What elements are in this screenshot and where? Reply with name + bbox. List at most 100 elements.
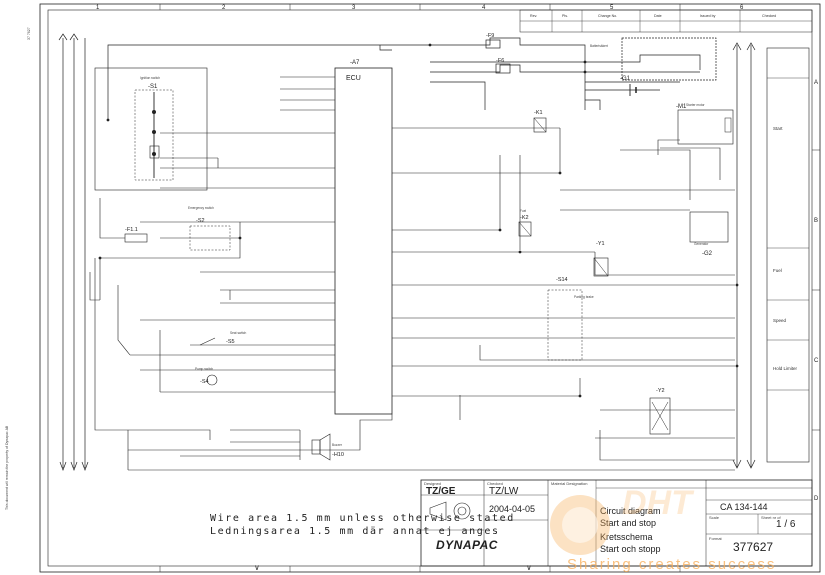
checked-label: Checked [487,481,503,486]
side-legend-fuel: Fuel [773,268,782,273]
sheet-value: 1 / 6 [776,519,796,530]
format-label: Format [709,536,722,541]
parking-brake-switch: -S14 Parking brake [547,277,594,361]
wire-area-note-sv: Ledningsarea 1.5 mm där annat ej anges [210,526,500,537]
svg-text:DHT: DHT [622,484,695,522]
relay-k2-ref: -K2 [520,215,529,221]
zone-row-d: D [814,496,819,502]
zone-col-6: 6 [740,5,744,11]
zone-row-b: B [814,218,818,224]
parking-switch-ref: -S14 [556,277,568,283]
starter-ref: -M1 [676,104,687,110]
drawing-number: 377627 [733,540,774,554]
bottom-chevron-right: ∨ [526,563,532,572]
rev-header-rev: Rev. [530,14,537,18]
rev-header-pls: Pls. [562,14,568,18]
generator-ref: -G2 [702,251,713,257]
ecu-ref: -A7 [350,60,360,66]
generator: -G2 Generator [689,211,729,257]
ignition-switch-block: -S1 Ignition switch [94,67,208,191]
seat-switch-ref: -S5 [226,339,235,345]
buzzer: -H10 Buzzer [311,433,344,461]
bottom-loop-wires [94,258,735,471]
generator-caption: Generator [694,242,709,246]
brand-logo: DYNAPAC [436,538,498,552]
valve-y2-ref: -Y2 [656,388,665,394]
fuse-f1-ref: -F1.1 [125,227,138,233]
solenoid-y1-ref: -Y1 [596,241,605,247]
zone-col-1: 1 [96,5,100,11]
title-sv-2: Start och stopp [600,544,661,554]
sheet-label: Sheet nr of [761,515,781,520]
projection-symbol [429,501,471,521]
checked-value: TZ/LW [489,486,519,497]
buzzer-ref: -H10 [332,452,344,458]
watermark-text: Sharing creates success [567,556,777,573]
ecu-block: -A7 ECU [334,60,393,415]
side-legend-start: Start [773,126,783,131]
solenoid-y1: -Y1 [593,241,609,277]
left-bus-lines [58,33,89,471]
fuel-caption: Fuel [520,209,526,213]
zone-col-3: 3 [352,5,356,11]
wire-area-note-en: Wire area 1.5 mm unless otherwise stated [210,513,515,524]
valve-y2: -Y2 [649,388,671,435]
buzzer-caption: Buzzer [332,443,343,447]
battery-ref: -G1 [620,76,631,82]
zone-row-a: A [814,80,818,86]
designed-value: TZ/GE [426,486,456,497]
relay-k1-ref: -K1 [534,110,543,116]
rev-header-checked: Checked [762,14,776,18]
emergency-switch: -S2 Emergency switch [188,206,231,251]
title-en-1: Circuit diagram [600,506,661,516]
date-value: 2004-04-05 [489,504,536,514]
side-legend-speed: Speed [773,318,787,323]
zone-col-2: 2 [222,5,226,11]
ecu-label: ECU [346,75,361,82]
pump-switch: -S4 Pump switch [195,367,218,386]
ignition-switch-caption: Ignition switch [140,76,160,80]
ecu-output-wires [127,127,735,451]
fuse-f9-ref: -F9 [486,33,494,39]
ecu-input-wires [89,76,335,393]
zone-col-4: 4 [482,5,486,11]
fuses: -F9 -F6 [486,33,504,64]
svg-text:37 7627: 37 7627 [27,27,31,40]
wire-area-note: Wire area 1.5 mm unless otherwise stated… [210,512,515,538]
fuse-f6-ref: -F6 [496,58,504,64]
rev-header-issued: Issued by [700,14,716,18]
emergency-switch-ref: -S2 [196,218,205,224]
svg-text:This document will remain the: This document will remain the property o… [5,425,9,510]
scale-label: Scale [709,515,720,520]
rev-header-date: Date [654,14,662,18]
battery-caption: Batterisäkert [590,44,608,48]
ignition-switch-ref: -S1 [148,84,158,90]
fuse-f1-1: -F1.1 [124,227,148,243]
title-block-frame [420,479,813,567]
parking-brake-caption: Parking brake [574,295,594,299]
model-value: CA 134-144 [720,502,768,512]
seat-switch-caption: Seat switch [230,331,247,335]
seat-switch: -S5 Seat switch [199,331,247,346]
zone-col-5: 5 [610,5,614,11]
relays: -K1 -K2 Fuel [518,110,547,237]
watermark-logo: DHT [550,484,695,555]
junction-dots [98,43,739,398]
emergency-switch-caption: Emergency switch [188,206,214,210]
title-sv-1: Kretsschema [600,532,653,542]
starter-motor: -M1 Starter motor [676,103,734,145]
bottom-chevron-left: ∨ [254,563,260,572]
title-en-2: Start and stop [600,518,657,528]
rev-header-change: Change No. [598,14,617,18]
battery: -G1 Batterisäkert [590,44,637,96]
pump-switch-ref: -S4 [200,379,209,385]
side-legend-hold: Hold Limiter [773,366,798,371]
zone-row-c: C [814,358,819,364]
side-legend: Start Fuel Speed Hold Limiter [766,47,810,463]
pump-switch-caption: Pump switch [195,367,213,371]
revision-table: Rev. Pls. Change No. Date Issued by Chec… [519,9,813,33]
right-bus-lines [732,42,756,469]
designed-label: Designed [424,481,441,486]
top-wiring [107,37,717,120]
